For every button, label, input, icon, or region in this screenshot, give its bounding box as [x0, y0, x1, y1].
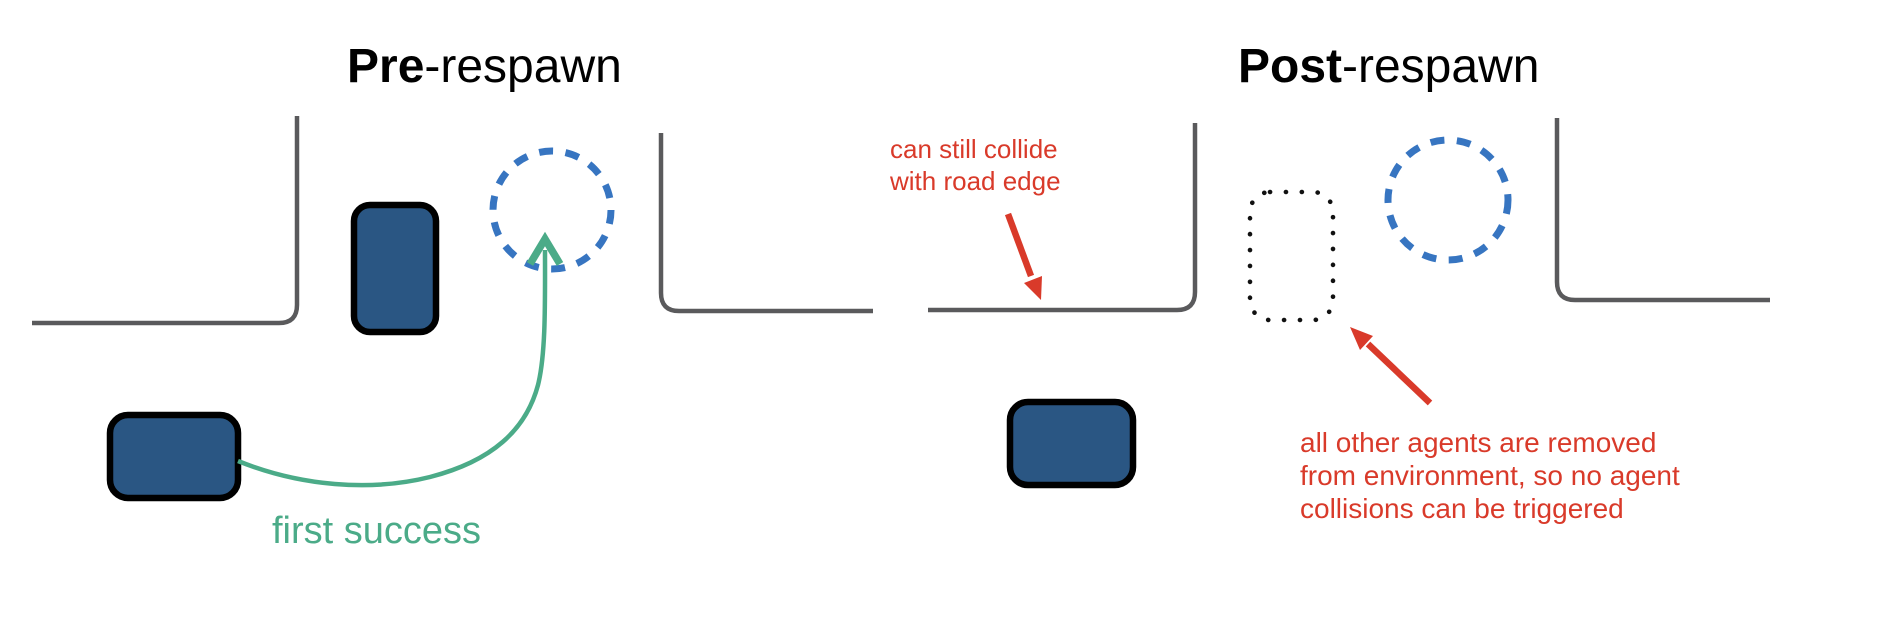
road-edge-left-corner [32, 116, 300, 326]
pre-respawn-title-rest: -respawn [424, 40, 621, 93]
goal-circle [1384, 136, 1512, 264]
post-respawn-title-bold: Post [1238, 40, 1342, 93]
pre-respawn-title-bold: Pre [347, 40, 424, 93]
road-edge-right-corner [658, 133, 873, 314]
first-success-label: first success [272, 510, 481, 552]
removed-agent-arrowhead-icon [1350, 327, 1373, 350]
post-respawn-panel: Post-respawn can still collide with road… [889, 40, 1770, 524]
pre-respawn-panel: Pre-respawn first success [32, 40, 873, 552]
pre-respawn-title: Pre-respawn [347, 40, 622, 93]
road-edge-right-corner [1554, 118, 1770, 303]
road-collision-arrowhead-icon [1024, 276, 1042, 300]
removed-agents-note-line2: from environment, so no agent [1300, 460, 1680, 491]
removed-agents-note-line3: collisions can be triggered [1300, 493, 1624, 524]
removed-agent-outline [1247, 189, 1336, 323]
road-collision-note-line2: with road edge [889, 166, 1061, 196]
post-respawn-title-rest: -respawn [1342, 40, 1539, 93]
post-respawn-title: Post-respawn [1238, 40, 1539, 93]
road-edge-left-corner [928, 123, 1198, 313]
other-agent-vehicle [106, 411, 242, 502]
road-collision-arrow [1004, 212, 1035, 278]
road-collision-note-line1: can still collide [890, 134, 1058, 164]
goal-circle [489, 147, 615, 273]
removed-agents-note-line1: all other agents are removed [1300, 427, 1656, 458]
removed-agent-arrow [1365, 341, 1433, 406]
ego-agent-vehicle [1006, 398, 1137, 489]
ego-agent-vehicle [350, 201, 440, 336]
success-arrowhead-icon [526, 231, 564, 266]
success-trajectory-arrow [237, 249, 548, 488]
